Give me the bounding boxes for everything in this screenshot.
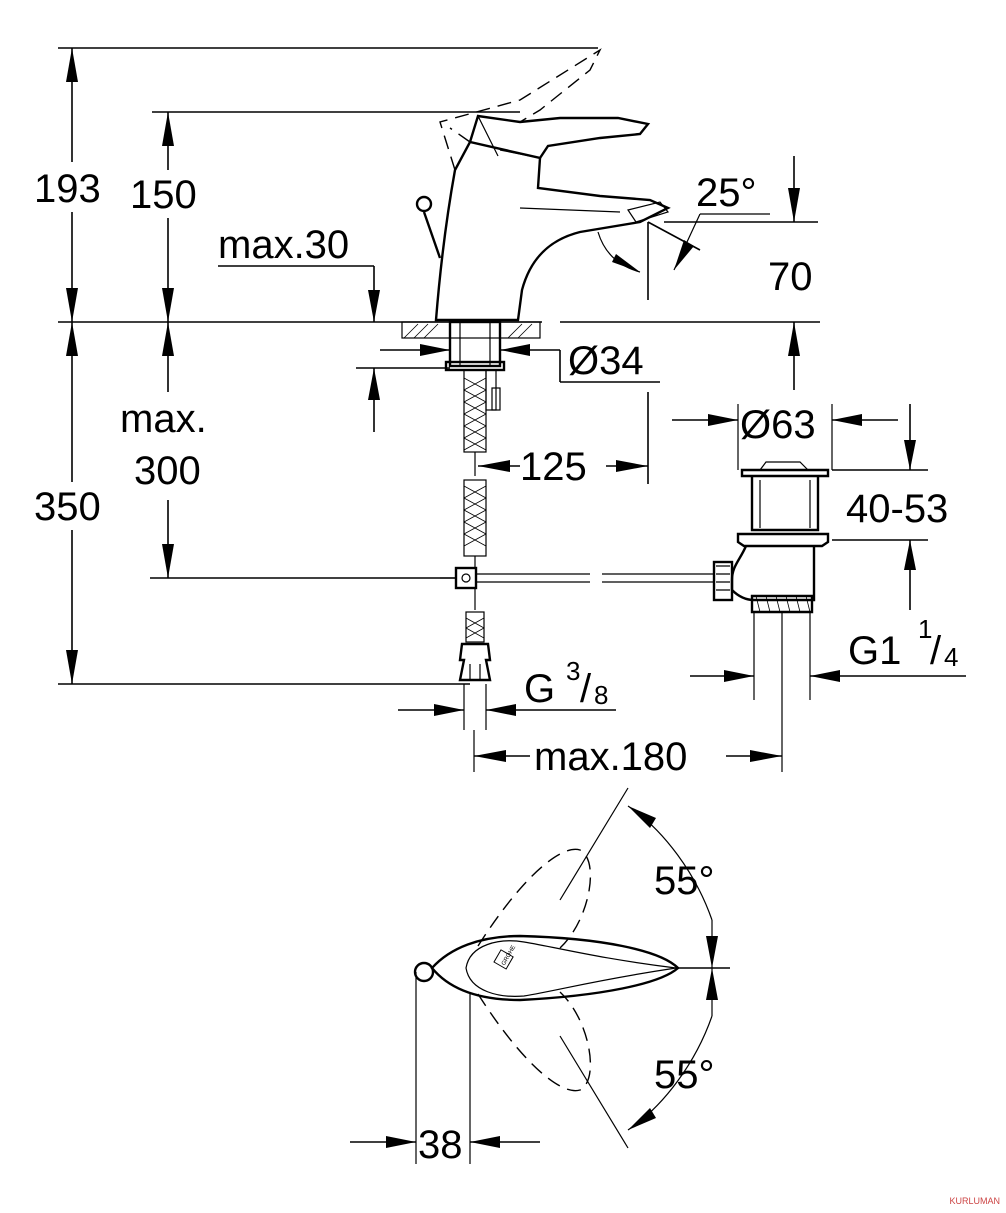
dim-max300-label-1: max. <box>120 397 207 441</box>
dim-350-label: 350 <box>34 485 101 529</box>
faucet-top-view: GROHE <box>413 848 680 1092</box>
dim-max180: max.180 <box>473 612 783 779</box>
popup-waste <box>730 461 830 700</box>
watermark: KURLUMAN <box>949 1196 1000 1206</box>
dim-g114-label: G1 <box>848 629 901 673</box>
dim-g38: G 3 / 8 <box>398 656 616 730</box>
svg-text:/: / <box>580 667 592 711</box>
dim-150: 150 <box>126 111 520 322</box>
dim-70-label: 70 <box>768 255 813 299</box>
dim-g38-num: 3 <box>566 656 580 686</box>
dim-40-53: 40-53 <box>832 404 948 610</box>
dim-g114-num: 1 <box>918 614 932 644</box>
dim-55-bottom: 55° <box>559 968 718 1149</box>
dim-150-label: 150 <box>130 173 197 217</box>
mounting-shank <box>444 320 506 411</box>
dim-55-top: 55° <box>559 787 718 968</box>
dim-d34-label: Ø34 <box>568 339 644 383</box>
dim-max300-label-2: 300 <box>134 449 201 493</box>
faucet-side-view <box>415 48 671 322</box>
dim-max30: max.30 <box>218 223 450 432</box>
dim-g38-label: G <box>524 667 555 711</box>
dim-d63-label: Ø63 <box>740 403 816 447</box>
dim-38-label: 38 <box>418 1123 463 1167</box>
dim-40-53-label: 40-53 <box>846 487 948 531</box>
grohe-logo: GROHE <box>493 945 517 970</box>
dim-38: 38 <box>350 972 540 1167</box>
dim-193-label: 193 <box>34 167 101 211</box>
dim-193: 193 <box>30 47 598 322</box>
dim-55-top-label: 55° <box>654 859 715 903</box>
dim-max180-label: max.180 <box>534 735 687 779</box>
dim-g114-den: 4 <box>944 642 958 672</box>
svg-text:/: / <box>930 629 942 673</box>
dim-55-bottom-label: 55° <box>654 1053 715 1097</box>
dim-25deg: 25° <box>597 171 770 300</box>
dim-70: 70 <box>664 156 818 390</box>
dim-g38-den: 8 <box>594 680 608 710</box>
dim-max30-label: max.30 <box>218 223 349 267</box>
dim-g114: G1 1 / 4 <box>690 614 966 682</box>
dim-max300: max. 300 <box>120 322 456 579</box>
dim-350: 350 <box>34 322 470 685</box>
dim-25deg-label: 25° <box>696 171 757 215</box>
supply-hose <box>440 369 492 682</box>
dim-d63: Ø63 <box>672 403 898 470</box>
deck-hatch <box>401 321 541 339</box>
dim-d34: Ø34 <box>380 339 660 383</box>
popup-rod <box>476 560 734 602</box>
dim-125-label: 125 <box>520 445 587 489</box>
dim-125: 125 <box>478 392 649 489</box>
